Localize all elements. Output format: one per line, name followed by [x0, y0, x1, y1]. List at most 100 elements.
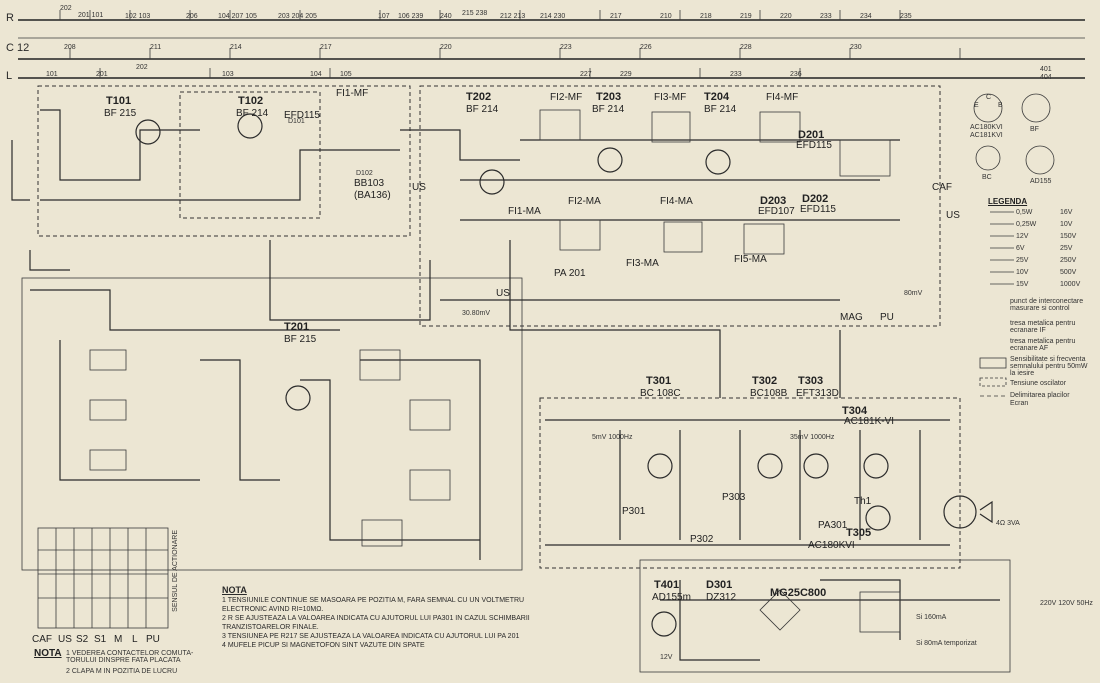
sensitivity-box: 5mV 1000Hz [592, 434, 633, 441]
transistor-type: BF 215 [284, 334, 317, 345]
legend-left: 10V [1016, 269, 1029, 276]
rail-tap: 214 [230, 44, 242, 51]
sensitivity-box: 35mV 1000Hz [790, 434, 835, 441]
rail-tap: 240 [440, 13, 452, 20]
rail-tap: 215 238 [462, 10, 488, 17]
legend-item: tresa metalica pentru ecranare IF [1010, 320, 1076, 334]
transistor-id: T101 [106, 95, 132, 107]
rail-tap: 104 [310, 71, 322, 78]
rail-tap: 236 [790, 71, 802, 78]
transistor-id: T305 [846, 527, 872, 539]
caf-label: CAF [932, 182, 952, 193]
legend-left: 6V [1016, 245, 1025, 252]
us-label: US [946, 210, 960, 221]
transistor-type: BF 214 [592, 104, 625, 115]
note-line: 1 TENSIUNILE CONTINUE SE MASOARA PE POZI… [222, 597, 525, 613]
transistor-type: EFT313D [796, 388, 839, 399]
switch-label-pu: PU [146, 634, 160, 645]
transistor-type: BC 108C [640, 388, 681, 399]
mains-label: 220V 120V 50Hz [1040, 600, 1093, 607]
note-line: 3 TENSIUNEA PE R217 SE AJUSTEAZA LA VALO… [222, 633, 520, 640]
rail-tap: 233 [820, 13, 832, 20]
rail-c-label: C 12 [6, 42, 30, 54]
transistor-type: AD155m [652, 592, 691, 603]
stage-label: FI1-MA [508, 206, 541, 217]
rail-tap: 217 [320, 44, 332, 51]
diode-type: (BA136) [354, 190, 391, 201]
pa201-label: PA 201 [554, 268, 586, 279]
rail-tap: 219 [740, 13, 752, 20]
switch-label-l: L [132, 634, 138, 645]
legend-left: 12V [1016, 233, 1029, 240]
rail-tap: 203 204 205 [278, 13, 317, 20]
diode-type: EFD107 [758, 206, 795, 217]
legend-item: Sensibilitate si frecventa semnalului pe… [1010, 356, 1088, 377]
transistor-id: T303 [798, 375, 824, 387]
switch-note-title: NOTA [34, 648, 62, 659]
legend-item: Tensiune oscilator [1010, 380, 1067, 387]
transistor-id: T203 [596, 91, 622, 103]
stage-label: FI3-MA [626, 258, 659, 269]
pa301-label: PA301 [818, 520, 848, 531]
transistor-id: T304 [842, 405, 868, 417]
stage-label: FI4-MA [660, 196, 693, 207]
rail-tap: 217 [610, 13, 622, 20]
transistor-type: AC180KVI [808, 540, 855, 551]
rail-tap: 226 [640, 44, 652, 51]
legend-item: tresa metalica pentru ecranare AF [1010, 338, 1076, 352]
legend-left: 25V [1016, 257, 1029, 264]
pinout-label: BC [982, 174, 992, 181]
legend-title: LEGENDA [988, 197, 1028, 206]
transistor-id: T202 [466, 91, 492, 103]
transistor-id: T204 [704, 91, 730, 103]
diode-id: D102 [356, 170, 373, 177]
stage-label: FI1-MF [336, 88, 369, 99]
pu-connector-label: PU [880, 312, 894, 323]
note-line: 2 R SE AJUSTEAZA LA VALOAREA INDICATA CU… [222, 615, 530, 631]
fuse-label: Si 80mA temporizat [916, 640, 977, 647]
legend-right: 150V [1060, 233, 1077, 240]
rail-tap: 202 [136, 64, 148, 71]
rail-tap: 103 [222, 71, 234, 78]
legend-left: 0,5W [1016, 209, 1033, 216]
speaker-label: 4Ω 3VA [996, 520, 1020, 527]
transistor-type: AC181K-VI [844, 416, 895, 427]
transistor-id: T301 [646, 375, 672, 387]
rail-tap: 211 [150, 44, 162, 51]
legend-right: 10V [1060, 221, 1073, 228]
notes-title: NOTA [222, 585, 247, 595]
rail-tap: 404 [1040, 74, 1052, 81]
transistor-type: BC108B [750, 388, 788, 399]
legend-left: 15V [1016, 281, 1029, 288]
p301-label: P301 [622, 506, 646, 517]
mag-connector-label: MAG [840, 312, 863, 323]
stage-label: FI5-MA [734, 254, 767, 265]
stage-label: FI4-MF [766, 92, 799, 103]
us-label: US [496, 288, 510, 299]
pin-c: C [986, 94, 992, 101]
rail-tap: 210 [660, 13, 672, 20]
rail-tap: 227 [580, 71, 592, 78]
actuation-direction-label: SENSUL DE ACTIONARE [172, 530, 179, 612]
transistor-type: BF 214 [466, 104, 499, 115]
diode-type: DZ312 [706, 592, 737, 603]
legend-right: 250V [1060, 257, 1077, 264]
pinout-label: AC180KVI [970, 124, 1003, 131]
us-label: US [412, 182, 426, 193]
switch-label-m: M [114, 634, 123, 645]
pin-b: B [998, 102, 1003, 109]
rail-tap: 212 213 [500, 13, 526, 20]
diode-type: EFD115 [796, 140, 832, 151]
rail-tap: 104 207 105 [218, 13, 257, 20]
rail-tap: 206 [186, 13, 198, 20]
transistor-type: BF 214 [236, 108, 269, 119]
legend-right: 16V [1060, 209, 1073, 216]
stage-label: FI2-MF [550, 92, 583, 103]
legend-item: punct de interconectare masurare si cont… [1010, 298, 1084, 312]
p302-label: P302 [690, 534, 714, 545]
rail-tap: 101 [46, 71, 58, 78]
rail-tap: 230 [850, 44, 862, 51]
rail-tap: 229 [620, 71, 632, 78]
